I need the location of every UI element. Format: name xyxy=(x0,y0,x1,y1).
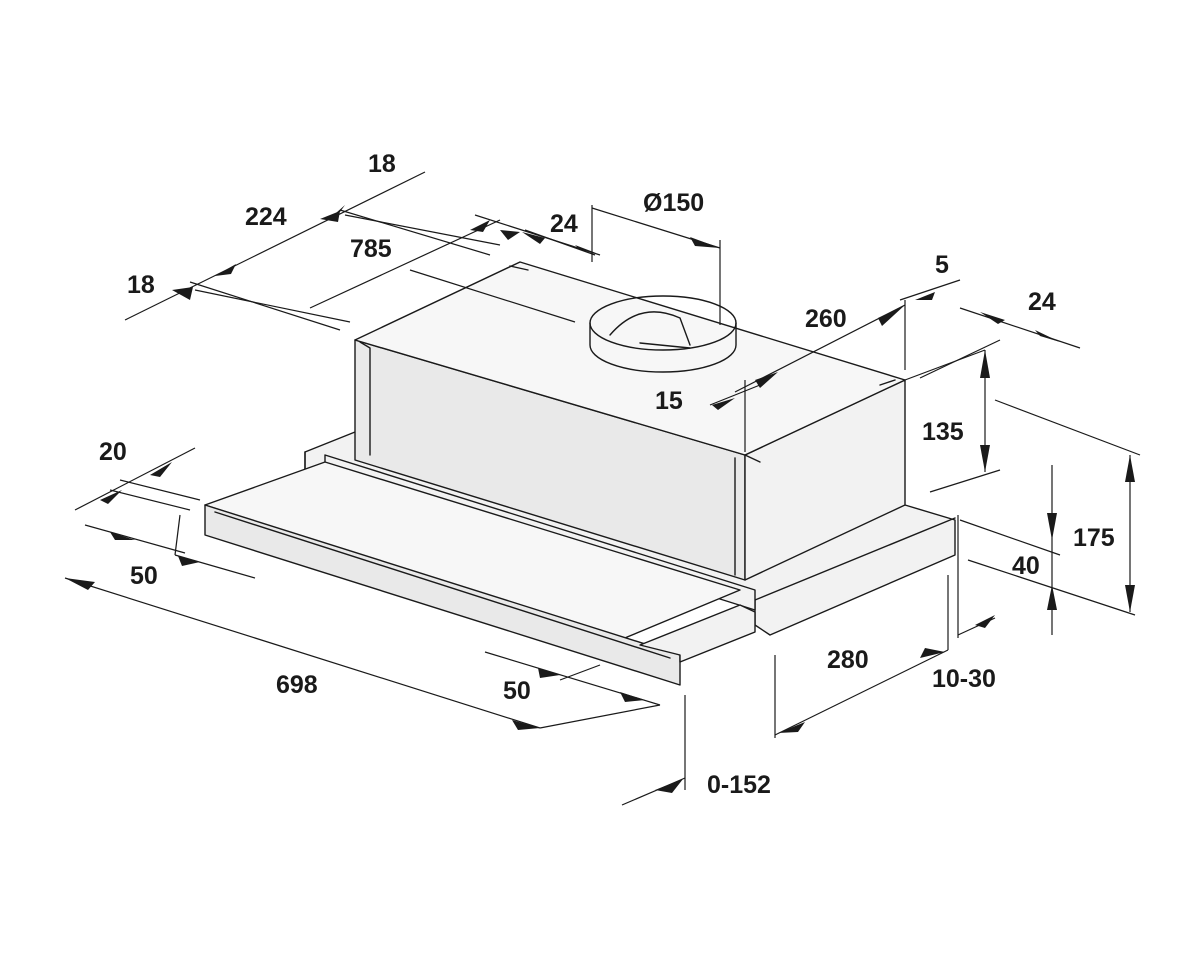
dim-698: 698 xyxy=(276,671,318,699)
dim-224: 224 xyxy=(245,203,287,231)
dim-135: 135 xyxy=(922,418,964,446)
dim-0-152: 0-152 xyxy=(707,771,771,799)
dim-5: 5 xyxy=(935,251,949,279)
outlet-collar-side xyxy=(589,322,737,373)
dimension-lines xyxy=(64,171,1141,806)
dim-280: 280 xyxy=(827,646,869,674)
dim-40: 40 xyxy=(1012,552,1040,580)
dim-260: 260 xyxy=(805,305,847,333)
hood-body xyxy=(204,261,956,686)
visor-front xyxy=(204,504,681,686)
dim-15: 15 xyxy=(655,387,683,415)
dim-785: 785 xyxy=(350,235,392,263)
dim-10-30: 10-30 xyxy=(932,665,996,693)
dim-18-left: 18 xyxy=(127,271,155,299)
dim-24-top: 24 xyxy=(550,210,578,238)
dim-20: 20 xyxy=(99,438,127,466)
visor-rail xyxy=(639,604,756,663)
dim-50-bottom: 50 xyxy=(503,677,531,705)
dim-diameter-150: Ø150 xyxy=(643,189,704,217)
dim-24-right: 24 xyxy=(1028,288,1056,316)
dim-175: 175 xyxy=(1073,524,1115,552)
dimension-labels: 18 224 785 18 24 Ø150 5 260 24 15 135 17… xyxy=(99,150,1115,799)
dim-18-top: 18 xyxy=(368,150,396,178)
dim-50-left: 50 xyxy=(130,562,158,590)
